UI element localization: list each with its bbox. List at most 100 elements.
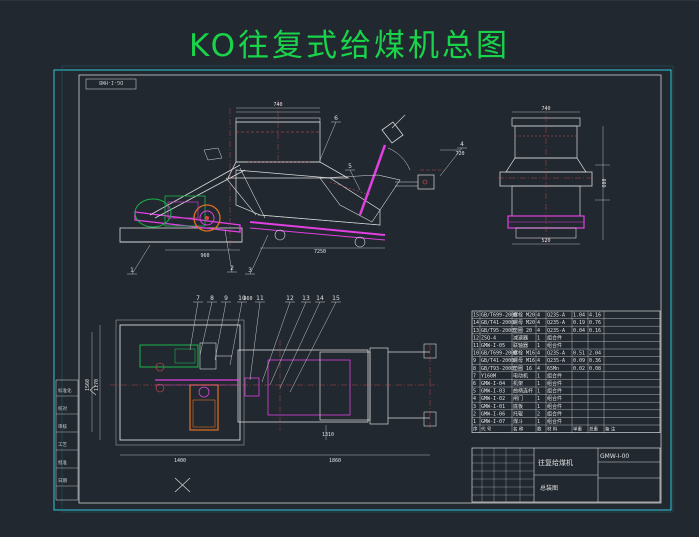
bom-cell: 联轴器	[513, 342, 528, 349]
callout-leader	[214, 301, 227, 361]
bom-cell: 0.08	[589, 366, 601, 372]
callout-leader	[261, 301, 291, 383]
bom-cell: 12	[473, 335, 479, 341]
bom-cell: 螺母 M16	[513, 357, 535, 364]
dimension-value: 600	[602, 178, 608, 187]
callout-leader	[269, 301, 307, 386]
bom-cell: GMW-I-06	[481, 411, 505, 417]
side-strip-label: 审核	[58, 423, 67, 430]
bom-cell: 10	[473, 351, 479, 357]
bom-cell: 螺栓 M20	[513, 312, 535, 319]
bom-cell: Q235-A	[547, 351, 565, 357]
side-strip-label: 标准化	[58, 387, 72, 394]
dimension-value: 1400	[174, 458, 186, 464]
bom-cell: 5	[473, 389, 476, 395]
bom-cell: 6	[473, 381, 476, 387]
bom-cell: GB/T41-2000	[481, 358, 514, 364]
bom-cell: 7	[473, 373, 476, 379]
bom-cell: 11	[473, 343, 479, 349]
bom-cell: 15	[473, 313, 479, 319]
plan-view	[89, 319, 440, 493]
bom-cell: 0.51	[573, 351, 585, 357]
dimension-value: 740	[273, 102, 282, 108]
bom-cell: GB/T41-2000	[481, 320, 514, 326]
callout-number: 14	[316, 295, 324, 302]
dimension-value: 1310	[322, 432, 334, 438]
bom-cell: 4	[473, 396, 476, 402]
bom-cell: 螺栓 M16	[513, 350, 535, 357]
callout-leader	[189, 301, 199, 351]
bom-cell: 1	[537, 389, 540, 395]
bom-cell: 4.16	[589, 313, 601, 319]
bom-cell: 托辊	[513, 410, 523, 417]
bom-cell: 0.19	[573, 320, 585, 326]
dimension-value: 660	[243, 296, 252, 302]
bom-cell: 煤斗	[513, 418, 523, 425]
bom-cell: 3	[473, 404, 476, 410]
bom-cell: GMW-I-01	[481, 404, 505, 410]
callout-number: 5	[348, 163, 352, 170]
side-strip-label: 批准	[58, 459, 67, 466]
bom-cell: 0.02	[573, 366, 585, 372]
bom-header-cell: 备 注	[605, 426, 616, 433]
bom-cell: 1	[537, 343, 540, 349]
bom-cell: 组合件	[547, 418, 562, 425]
bom-cell: 0.16	[589, 328, 601, 334]
bom-cell: 曲柄连杆	[513, 388, 533, 395]
callout-leader	[199, 301, 213, 356]
bom-cell: Q235-A	[547, 320, 565, 326]
bom-header-cell: 序	[473, 426, 478, 433]
bom-header-cell: 名 称	[513, 426, 524, 433]
callout-leader	[131, 244, 151, 275]
bom-cell: 组合件	[547, 410, 562, 417]
bom-cell: 9	[473, 358, 476, 364]
bom-header-cell: 数	[537, 426, 542, 433]
bom-cell: 组合件	[547, 395, 562, 402]
callout-number: 2	[230, 265, 234, 272]
bom-cell: 垫圈 16	[513, 365, 532, 372]
bom-header-cell: 材 料	[547, 426, 558, 433]
outer-frame	[53, 69, 672, 511]
bom-cell: 螺母 M20	[513, 319, 535, 326]
drawing-code-box	[85, 78, 137, 90]
callout-leader	[439, 147, 463, 177]
bom-cell: Q235-A	[547, 313, 565, 319]
callout-leader	[289, 301, 337, 393]
outer-frame-shadow	[61, 65, 674, 513]
dimension-value: 1860	[329, 458, 341, 464]
callout-number: 8	[210, 295, 214, 302]
bom-cell: Y160M	[481, 373, 496, 379]
bom-cell: 4	[537, 351, 540, 357]
bom-cell: ZSQ-4	[481, 335, 496, 341]
callout-leader	[349, 169, 361, 191]
bom-cell: 1	[537, 373, 540, 379]
bom-cell: 0.09	[573, 358, 585, 364]
callout-leader	[279, 301, 321, 389]
title-block-code: GMW-I-00	[600, 453, 629, 460]
callout-leader	[319, 121, 337, 161]
bom-cell: 4	[537, 313, 540, 319]
side-elevation-view	[498, 105, 610, 245]
bom-cell: 2	[537, 411, 540, 417]
title-block-sub: 总装图	[540, 484, 558, 492]
dimension-value: 1170	[94, 379, 100, 391]
callout-number: 7	[196, 295, 200, 302]
bom-cell: 组合件	[547, 403, 562, 410]
bom-cell: 0.36	[589, 358, 601, 364]
callout-number: 1	[130, 267, 134, 274]
bom-header-cell: 代 号	[481, 426, 492, 433]
callout-leader	[249, 301, 261, 381]
inner-frame	[78, 74, 662, 504]
bom-cell: 0.04	[573, 328, 585, 334]
callout-number: 4	[460, 141, 464, 148]
dimension-value: 1560	[85, 379, 91, 391]
bom-cell: 8	[473, 366, 476, 372]
bom-cell: 组合件	[547, 342, 562, 349]
dimension-value: 520	[541, 238, 550, 244]
dimension-value: 720	[455, 151, 464, 157]
bom-cell: GB/T699-2000	[481, 313, 517, 319]
bom-cell: GMW-I-03	[481, 389, 505, 395]
